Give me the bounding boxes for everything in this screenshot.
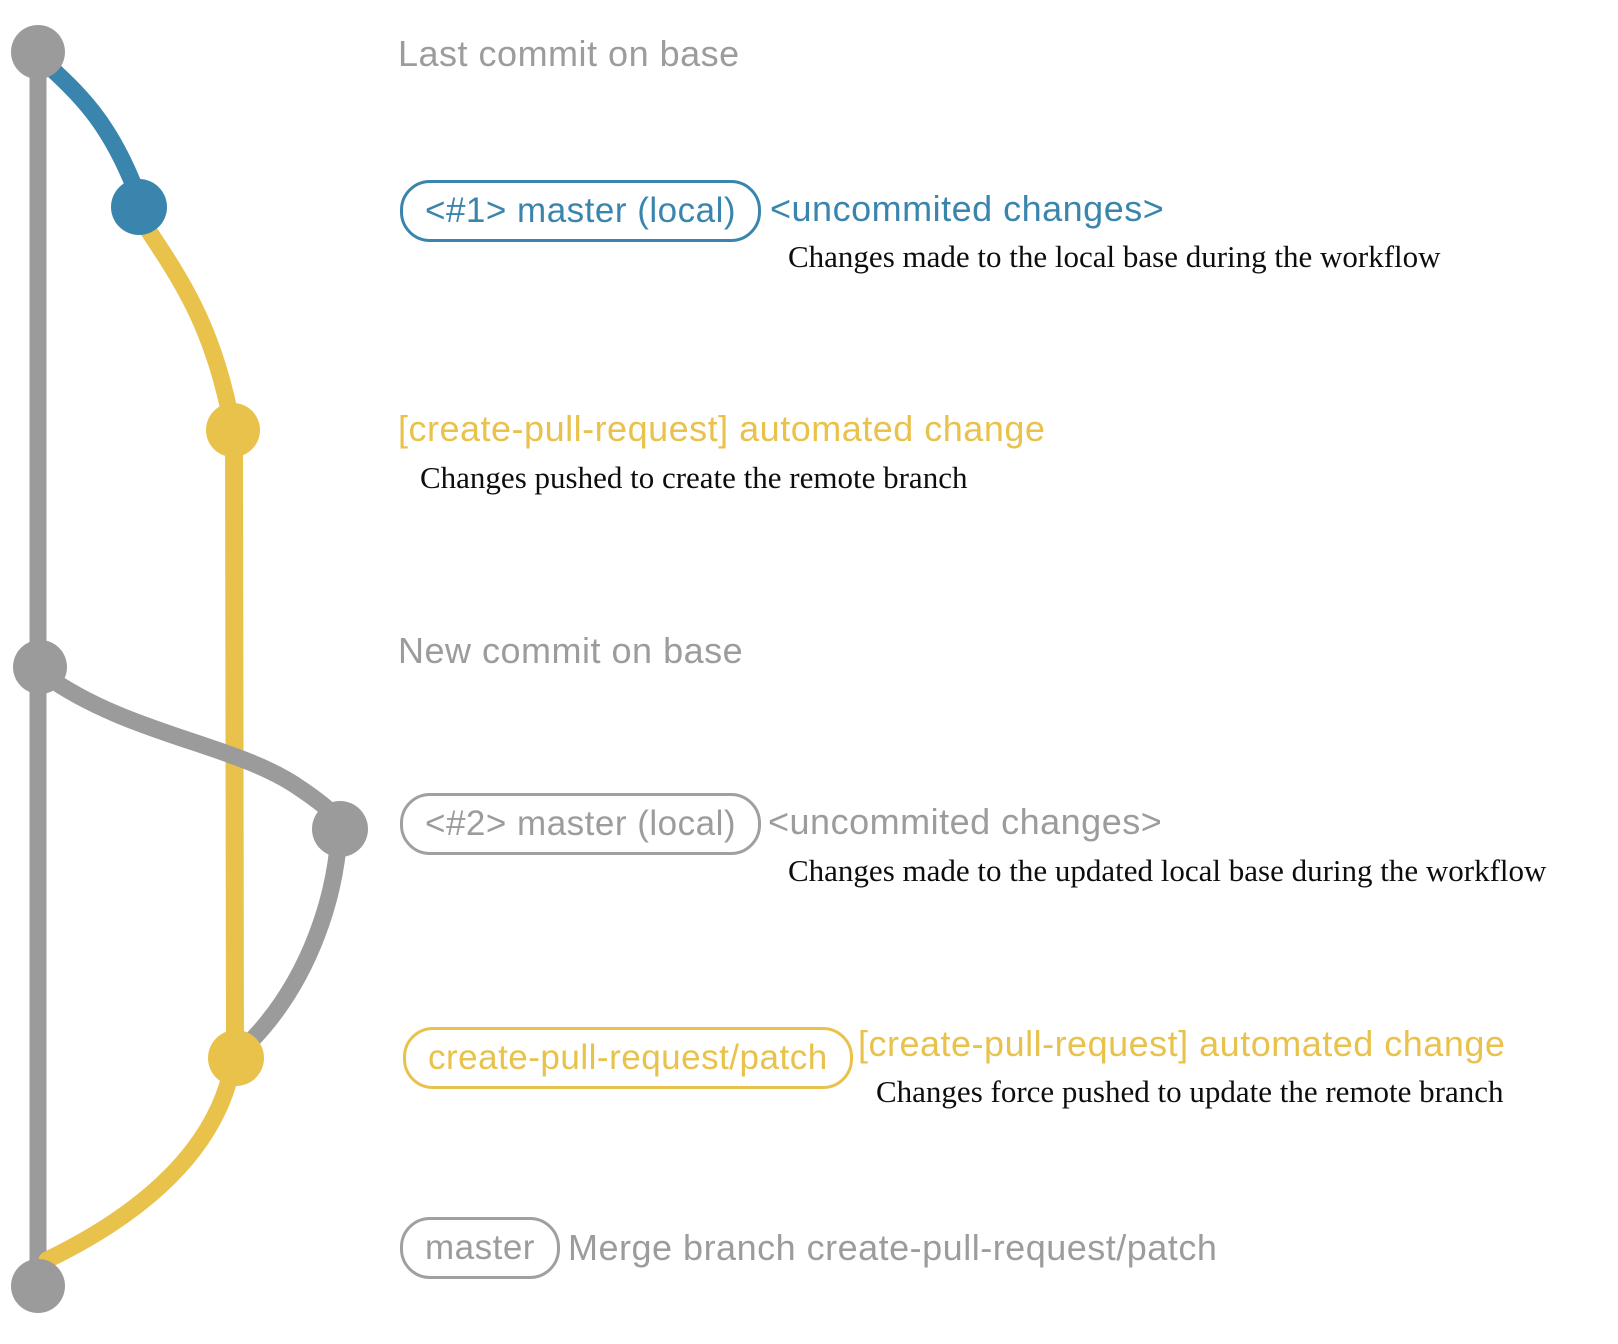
note-automated-change-1: [create-pull-request] automated change bbox=[398, 408, 1046, 449]
label-new-commit-on-base: New commit on base bbox=[398, 630, 744, 671]
patch-branch-line bbox=[225, 427, 244, 1059]
badge-master: master bbox=[400, 1217, 560, 1279]
badge-master-local-2: <#2> master (local) bbox=[400, 793, 762, 855]
commit-dot-patch-2 bbox=[208, 1030, 264, 1086]
local-branch-curve bbox=[31, 49, 143, 195]
merge-curve bbox=[38, 1054, 242, 1269]
rebase-branch-curve bbox=[36, 666, 349, 836]
note-automated-change-2: [create-pull-request] automated change bbox=[858, 1023, 1506, 1064]
desc-automated-change-1: Changes pushed to create the remote bran… bbox=[420, 460, 968, 495]
desc-automated-change-2: Changes force pushed to update the remot… bbox=[876, 1074, 1504, 1109]
commit-dot-last-base bbox=[11, 25, 65, 79]
commit-dot-local-2 bbox=[312, 801, 368, 857]
force-push-curve bbox=[241, 824, 348, 1051]
commit-dot-new-base bbox=[13, 640, 67, 694]
commit-dot-local-1 bbox=[111, 179, 167, 235]
label-last-commit-on-base: Last commit on base bbox=[398, 33, 740, 74]
patch-branch-curve-1 bbox=[135, 215, 238, 419]
note-uncommitted-changes-1: <uncommited changes> bbox=[770, 188, 1165, 229]
commit-dot-patch-1 bbox=[206, 403, 260, 457]
desc-uncommitted-changes-2: Changes made to the updated local base d… bbox=[788, 853, 1547, 888]
desc-uncommitted-changes-1: Changes made to the local base during th… bbox=[788, 239, 1441, 274]
badge-create-pull-request-patch: create-pull-request/patch bbox=[403, 1027, 853, 1089]
note-uncommitted-changes-2: <uncommited changes> bbox=[768, 801, 1163, 842]
badge-master-local-1: <#1> master (local) bbox=[400, 180, 762, 242]
label-merge-branch: Merge branch create-pull-request/patch bbox=[568, 1227, 1218, 1268]
commit-dot-merge bbox=[11, 1259, 65, 1313]
